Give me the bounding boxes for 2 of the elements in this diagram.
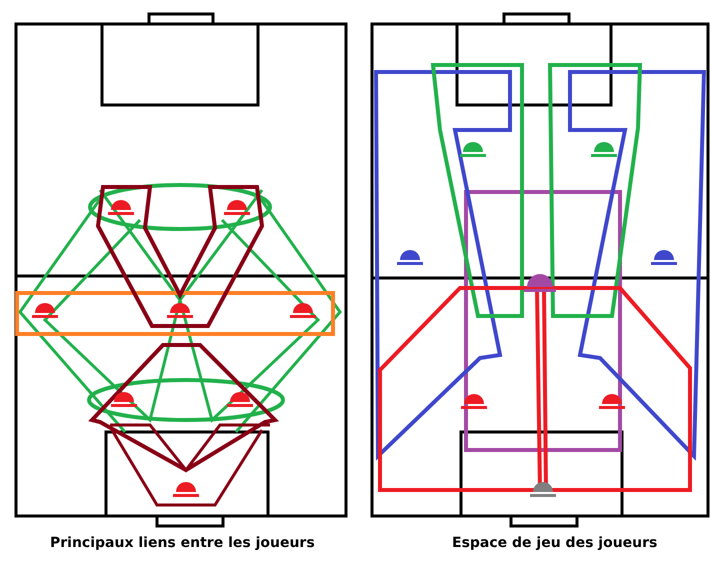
caption: Espace de jeu des joueurs xyxy=(452,535,658,551)
caption: Principaux liens entre les joueurs xyxy=(50,535,315,551)
